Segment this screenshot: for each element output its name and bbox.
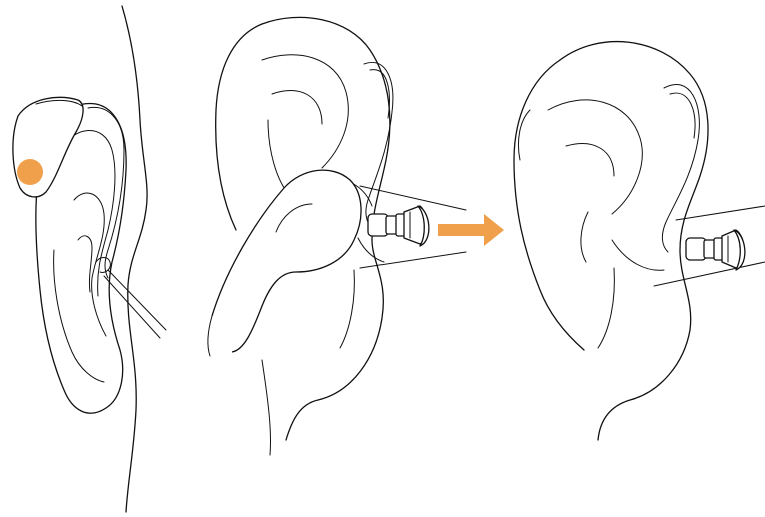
push-button-icon	[17, 159, 43, 185]
earpiece-wire-3	[662, 84, 699, 252]
ear-concha	[74, 193, 106, 336]
earpiece-3	[686, 230, 745, 270]
panel-earpiece-in-canal	[514, 42, 765, 440]
panel-inserting-earpiece	[208, 17, 466, 455]
hearing-aid-wire	[88, 107, 124, 278]
panel-hearing-aid-behind-ear	[13, 6, 166, 512]
direction-arrow-icon	[438, 214, 504, 246]
glasses-arm	[104, 276, 160, 338]
finger	[212, 170, 361, 352]
head-contour	[122, 6, 147, 512]
